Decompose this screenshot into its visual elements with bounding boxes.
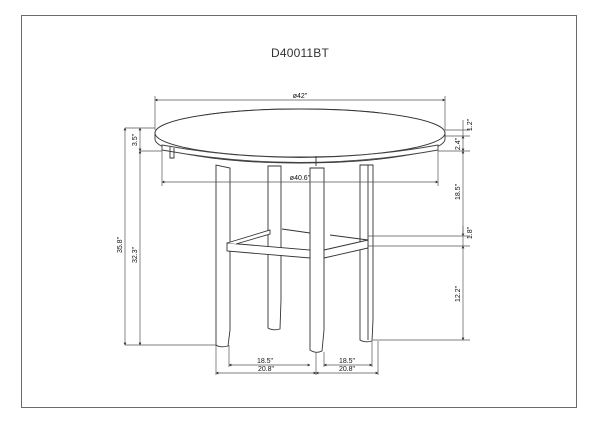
dim-inner-span-right: 18.5" [339, 358, 356, 365]
table-top [154, 108, 446, 166]
lower-shelf [226, 228, 369, 259]
dim-height-to-apron: 32.3" [132, 246, 139, 263]
dim-shelf-to-floor: 12.2" [455, 285, 462, 302]
dim-outer-span-right: 20.8" [339, 366, 356, 373]
dim-apron-height: 2.4" [455, 137, 462, 150]
drawing-title: D40011BT [270, 46, 330, 60]
dim-outer-span-left: 20.8" [258, 366, 275, 373]
dim-apron-to-shelf: 18.5" [455, 183, 462, 200]
dim-left-top-offset: 3.5" [132, 133, 139, 146]
dim-shelf-thickness: 1.8" [467, 226, 474, 239]
dim-top-diameter: ø42" [293, 93, 308, 100]
dim-top-thickness: 1.2" [467, 118, 474, 131]
dim-apron-diameter: ø40.6" [290, 175, 311, 182]
table-legs [215, 164, 374, 353]
drawing-border [21, 15, 577, 408]
dim-inner-span-left: 18.5" [257, 358, 274, 365]
dim-overall-height: 35.8" [117, 236, 124, 253]
